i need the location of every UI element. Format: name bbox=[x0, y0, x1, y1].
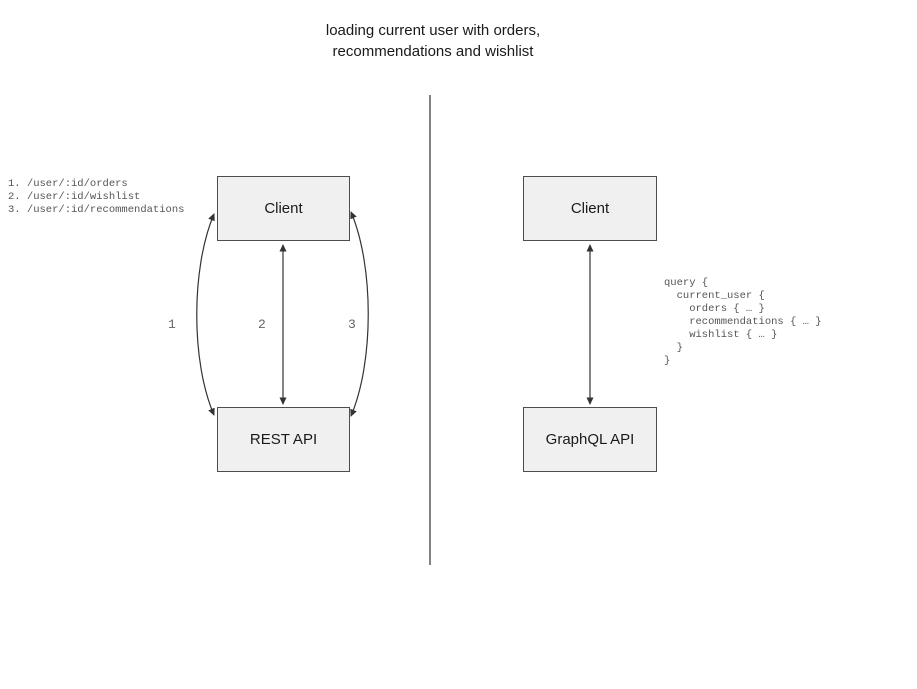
graphql-query-code: query { current_user { orders { … } reco… bbox=[664, 277, 822, 368]
client-box-graphql: Client bbox=[523, 176, 657, 241]
arrow-label-1: 1 bbox=[168, 317, 176, 332]
rest-arrow-3 bbox=[350, 211, 369, 417]
page-title: loading current user with orders, recomm… bbox=[233, 20, 633, 62]
query-line: } bbox=[664, 355, 671, 367]
client-box-rest-label: Client bbox=[264, 200, 303, 217]
query-line: query { bbox=[664, 277, 709, 289]
arrow-label-2: 2 bbox=[258, 317, 266, 332]
rest-endpoints-list: 1. /user/:id/orders 2. /user/:id/wishlis… bbox=[8, 178, 184, 217]
query-line: wishlist { … } bbox=[664, 329, 778, 341]
endpoint-line: 3. /user/:id/recommendations bbox=[8, 204, 185, 216]
query-line: } bbox=[664, 342, 683, 354]
arrow-label-3: 3 bbox=[348, 317, 356, 332]
query-line: orders { … } bbox=[664, 303, 765, 315]
client-box-graphql-label: Client bbox=[570, 200, 610, 217]
rest-arrow-1 bbox=[196, 213, 215, 416]
rest-api-box: REST API bbox=[217, 407, 350, 472]
title-line-2: recommendations and wishlist bbox=[332, 43, 534, 60]
graphql-api-box-label: GraphQL API bbox=[545, 431, 635, 448]
title-line-1: loading current user with orders, bbox=[325, 22, 541, 39]
endpoint-line: 1. /user/:id/orders bbox=[8, 178, 128, 190]
query-line: current_user { bbox=[664, 290, 765, 302]
endpoint-line: 2. /user/:id/wishlist bbox=[8, 191, 141, 203]
graphql-api-box: GraphQL API bbox=[523, 407, 657, 472]
query-line: recommendations { … } bbox=[664, 316, 822, 328]
rest-api-box-label: REST API bbox=[249, 431, 318, 448]
client-box-rest: Client bbox=[217, 176, 350, 241]
